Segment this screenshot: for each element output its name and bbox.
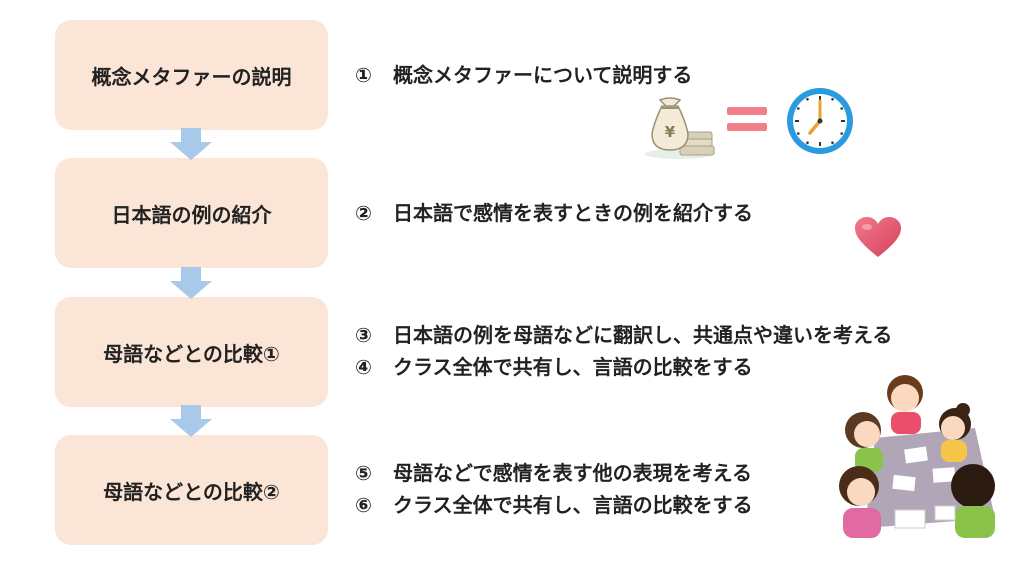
description-text: クラス全体で共有し、言語の比較をする — [393, 355, 753, 379]
description-text: 概念メタファーについて説明する — [393, 63, 693, 87]
svg-text:¥: ¥ — [665, 123, 676, 141]
description-number: ④ — [355, 355, 372, 379]
description-text: 日本語の例を母語などに翻訳し、共通点や違いを考える — [393, 323, 893, 347]
description-number: ⑥ — [355, 493, 372, 517]
step-label: 概念メタファーの説明 — [91, 64, 292, 89]
step-label: 母語などとの比較① — [103, 341, 280, 366]
description-4: ④ クラス全体で共有し、言語の比較をする — [355, 352, 753, 382]
step-box-3: 母語などとの比較① — [55, 297, 328, 407]
down-arrow-icon — [170, 405, 212, 437]
step-box-2: 日本語の例の紹介 — [55, 158, 328, 268]
description-number: ⑤ — [355, 461, 372, 485]
heart-icon — [855, 217, 901, 257]
description-text: 日本語で感情を表すときの例を紹介する — [393, 201, 753, 225]
description-3: ③ 日本語の例を母語などに翻訳し、共通点や違いを考える — [355, 320, 892, 350]
description-5: ⑤ 母語などで感情を表す他の表現を考える — [355, 458, 752, 488]
description-text: 母語などで感情を表す他の表現を考える — [393, 461, 752, 485]
step-box-4: 母語などとの比較② — [55, 435, 328, 545]
description-text: クラス全体で共有し、言語の比較をする — [393, 493, 753, 517]
equals-icon — [727, 107, 767, 131]
down-arrow-icon — [170, 128, 212, 160]
description-2: ② 日本語で感情を表すときの例を紹介する — [355, 198, 753, 228]
down-arrow-icon — [170, 267, 212, 299]
money-bag-icon: ¥ — [645, 97, 715, 159]
step-box-1: 概念メタファーの説明 — [55, 20, 328, 130]
description-1: ① 概念メタファーについて説明する — [355, 60, 692, 90]
clock-icon — [787, 88, 853, 154]
description-number: ① — [355, 63, 372, 87]
group-discussion-icon — [839, 375, 995, 538]
description-number: ② — [355, 201, 372, 225]
description-number: ③ — [355, 323, 372, 347]
description-6: ⑥ クラス全体で共有し、言語の比較をする — [355, 490, 753, 520]
step-label: 母語などとの比較② — [103, 479, 280, 504]
step-label: 日本語の例の紹介 — [111, 202, 272, 227]
